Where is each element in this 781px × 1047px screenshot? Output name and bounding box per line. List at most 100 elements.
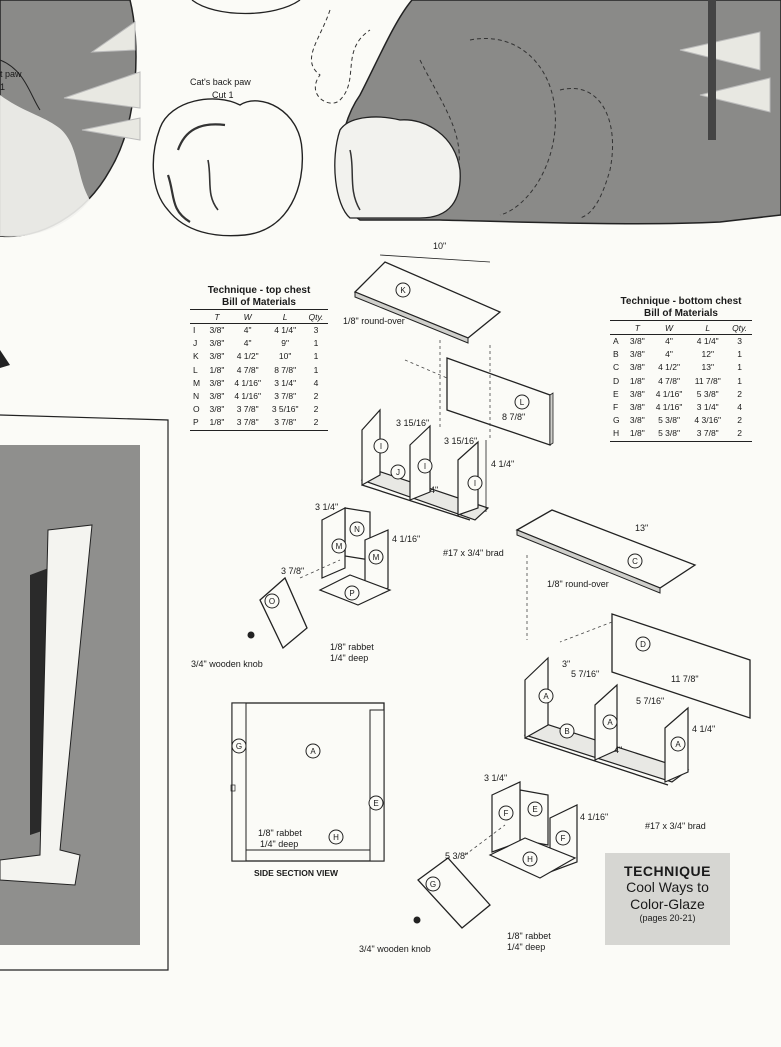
technique-box[interactable]: TECHNIQUE Cool Ways to Color-Glaze (page… <box>605 853 730 945</box>
top-bom-cell: 3/8" <box>209 338 225 349</box>
bottom-bom-cell: 4 1/16" <box>655 402 683 413</box>
part-O-front <box>259 576 308 650</box>
top-knob: 3/4" wooden knob <box>191 659 263 669</box>
top-bom-cell: 3/8" <box>209 325 225 335</box>
bottom-bom-cell: 3 1/4" <box>696 402 719 413</box>
part-I-letter-2: I <box>424 462 426 471</box>
top-bom-header-qty: Qty. <box>303 311 328 324</box>
part-A-left <box>524 656 549 740</box>
top-bom-cell: 4 1/4" <box>274 325 297 335</box>
part-P-letter: P <box>349 589 354 598</box>
top-chest-bom: Technique - top chest Bill of Materials … <box>190 285 328 431</box>
back-paw-label: Cat's back paw <box>190 77 251 87</box>
top-bom-cell: 3/8" <box>209 404 225 415</box>
bottom-bom-cell: 1 <box>737 362 742 373</box>
bottom-bom-cell: E <box>613 388 619 399</box>
front-paw-label: t paw <box>0 69 22 79</box>
part-E-letter: E <box>532 805 537 814</box>
section-panel-E <box>369 709 385 862</box>
bottom-bom-cell: 3/8" <box>629 362 645 373</box>
top-bom-cell: 3/8" <box>209 351 225 362</box>
bottom-bom-cell: 3/8" <box>629 402 645 413</box>
top-roundover: 1/8" round-over <box>343 316 405 326</box>
top-bom-cell: 3 7/8" <box>228 416 267 431</box>
part-E-back <box>519 789 549 846</box>
top-bom-cell: 3 5/16" <box>271 404 299 415</box>
page-edge-shadow <box>708 0 716 140</box>
part-J-letter: J <box>396 468 400 477</box>
top-bom-cell: 3 7/8" <box>236 404 259 415</box>
part-D-letter: D <box>640 640 646 649</box>
bottom-bom-subtitle: Bill of Materials <box>610 308 752 321</box>
sparkle-left-2 <box>63 71 141 109</box>
top-bom-cell: 4 1/2" <box>236 351 259 362</box>
bottom-bom-cell: 2 <box>737 415 742 426</box>
bottom-bom-header-qty: Qty. <box>727 322 752 335</box>
top-bom-header-l: L <box>266 311 304 324</box>
bottom-bom-cell: 4 1/16" <box>655 388 683 399</box>
section-G-letter: G <box>236 742 242 751</box>
top-bom-cell: 3/8" <box>209 377 225 388</box>
bottom-bom-cell: B <box>613 349 619 360</box>
bottom-bom-cell: 1/8" <box>629 375 645 386</box>
bottom-bom-cell: 1 <box>737 375 742 386</box>
top-bom-cell: 3 7/8" <box>266 416 304 431</box>
bottom-divider-spacing-left: 5 7/16" <box>571 669 600 679</box>
part-H-letter: H <box>527 855 533 864</box>
front-paw-white-patch <box>0 95 90 237</box>
bottom-bom-cell: H <box>610 427 625 442</box>
top-bom-cell: 1 <box>313 364 319 375</box>
front-paw-inner-stroke <box>0 59 41 111</box>
bottom-bom-cell: 5 3/8" <box>658 415 680 426</box>
part-K-lid-edge <box>354 291 469 344</box>
technique-heading: TECHNIQUE <box>624 863 711 879</box>
sparkle-right-1 <box>679 31 761 71</box>
top-lid-width: 10" <box>433 241 447 251</box>
part-I-letter-1: I <box>380 442 382 451</box>
section-A-letter: A <box>310 747 316 756</box>
bottom-bom-cell: 4 1/4" <box>696 336 719 346</box>
bottom-bom-header-t: T <box>624 322 650 335</box>
top-bom-title: Technique - top chest <box>207 285 311 296</box>
bottom-bom-header-part <box>610 322 625 335</box>
section-view-title: SIDE SECTION VIEW <box>254 868 339 878</box>
top-bom-header-t: T <box>205 311 229 324</box>
top-bom-cell: O <box>193 404 200 415</box>
top-drawer-depth: 3 1/4" <box>315 502 339 512</box>
part-L-letter: L <box>520 398 525 407</box>
bottom-bom-cell: F <box>613 402 619 413</box>
bottom-bom-cell: 2 <box>727 427 752 442</box>
part-letter-text: K L I J I I M N M P O C D A B A A F E F … <box>236 286 681 889</box>
bottom-bom-cell: 1 <box>737 349 742 360</box>
top-bom-cell: 1 <box>313 338 319 349</box>
bottom-lid-width: 13" <box>635 523 649 533</box>
cat-back-paw-shape <box>152 98 304 237</box>
cat-body-dashed-outline <box>310 9 371 104</box>
bottom-bom-cell: 3 7/8" <box>688 427 728 442</box>
bottom-bom-cell: C <box>613 362 620 373</box>
bottom-bom-cell: 4 7/8" <box>658 375 680 386</box>
part-B-letter: B <box>564 727 569 736</box>
bottom-bom-cell: 3/8" <box>629 415 645 426</box>
bottom-bom-cell: 2 <box>737 388 742 399</box>
technique-line2: Color-Glaze <box>630 896 705 912</box>
technique-line1: Cool Ways to <box>626 879 709 895</box>
top-depth: 4" <box>430 485 439 495</box>
top-rabbet-deep: 1/4" deep <box>330 653 369 663</box>
cat-body-paw-toe <box>349 149 361 211</box>
top-bom-cell: M <box>193 377 201 388</box>
top-bom-cell: 8 7/8" <box>274 364 297 375</box>
top-bom-cell: 4 1/16" <box>234 391 261 402</box>
top-bom-cell: 4 <box>313 377 319 388</box>
part-F-letter-2: F <box>561 834 566 843</box>
